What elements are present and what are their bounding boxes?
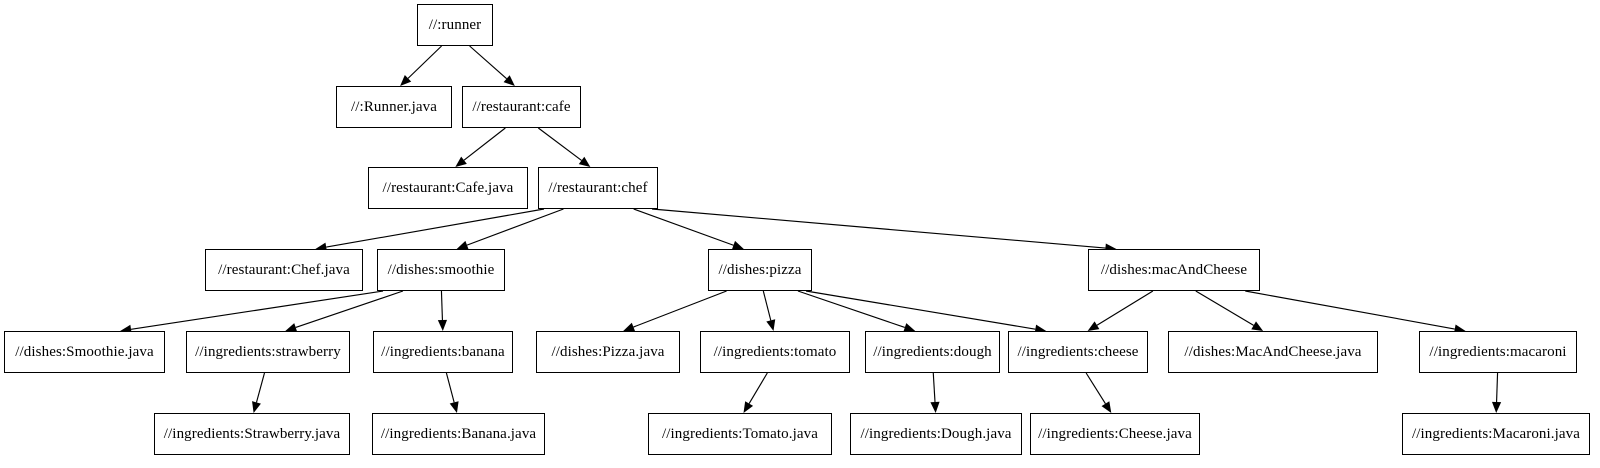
graph-node-dough[interactable]: //ingredients:dough (865, 331, 1000, 373)
graph-node-macandcheese[interactable]: //dishes:macAndCheese (1088, 249, 1260, 291)
graph-edge-chef-to-smoothie (456, 208, 564, 250)
graph-node-banana_java[interactable]: //ingredients:Banana.java (372, 413, 545, 455)
graph-edge-cheese-to-cheese_java (1085, 372, 1112, 413)
graph-node-label: //restaurant:chef (548, 179, 648, 196)
graph-edge-macandcheese-to-macaroni (1245, 290, 1466, 334)
graph-node-label: //ingredients:Cheese.java (1038, 425, 1192, 442)
graph-node-label: //ingredients:Tomato.java (662, 425, 818, 442)
graph-node-cheese_java[interactable]: //ingredients:Cheese.java (1030, 413, 1200, 455)
graph-node-macaroni[interactable]: //ingredients:macaroni (1419, 331, 1577, 373)
graph-edge-pizza-to-pizza_java (623, 290, 727, 332)
graph-node-label: //:runner (428, 16, 482, 33)
graph-node-label: //restaurant:Cafe.java (382, 179, 514, 196)
graph-node-label: //ingredients:Macaroni.java (1411, 425, 1581, 442)
edge-arrowhead (766, 319, 776, 331)
edge-arrowhead (252, 401, 261, 413)
edge-arrowhead (1101, 401, 1112, 413)
edge-arrowhead (1087, 321, 1100, 331)
graph-node-label: //dishes:MacAndCheese.java (1184, 343, 1362, 360)
graph-node-smoothie[interactable]: //dishes:smoothie (377, 249, 505, 291)
graph-edge-pizza-to-cheese (805, 290, 1047, 334)
graph-edge-smoothie-to-banana (437, 290, 448, 331)
graph-node-label: //restaurant:cafe (472, 98, 571, 115)
graph-node-pizza[interactable]: //dishes:pizza (708, 249, 812, 291)
graph-edge-strawberry-to-strawberry_java (252, 372, 266, 413)
graph-edge-macandcheese-to-cheese (1087, 290, 1154, 331)
edge-arrowhead (437, 319, 448, 331)
graph-node-tomato[interactable]: //ingredients:tomato (700, 331, 850, 373)
graph-node-banana[interactable]: //ingredients:banana (373, 331, 513, 373)
graph-edge-macaroni-to-macaroni_java (1491, 372, 1502, 413)
graph-node-chef_java[interactable]: //restaurant:Chef.java (205, 249, 363, 291)
graph-node-label: //dishes:pizza (718, 261, 802, 278)
graph-node-smoothie_java[interactable]: //dishes:Smoothie.java (4, 331, 165, 373)
graph-node-runner[interactable]: //:runner (417, 4, 493, 46)
graph-node-cafe[interactable]: //restaurant:cafe (462, 86, 581, 128)
graph-node-label: //ingredients:Dough.java (860, 425, 1012, 442)
graph-edge-runner-to-runner_java (400, 45, 442, 86)
graph-node-cafe_java[interactable]: //restaurant:Cafe.java (368, 167, 528, 209)
graph-node-label: //:Runner.java (351, 98, 437, 115)
graph-edge-banana-to-banana_java (445, 372, 459, 413)
graph-edge-dough-to-dough_java (930, 372, 940, 413)
graph-edge-cafe-to-chef (537, 127, 591, 167)
graph-node-pizza_java[interactable]: //dishes:Pizza.java (536, 331, 680, 373)
graph-edge-pizza-to-dough (797, 290, 916, 332)
edge-arrowhead (578, 156, 591, 167)
graph-node-cheese[interactable]: //ingredients:cheese (1008, 331, 1148, 373)
graph-node-label: //dishes:smoothie (387, 261, 495, 278)
graph-node-label: //ingredients:macaroni (1429, 343, 1567, 360)
graph-node-strawberry_java[interactable]: //ingredients:Strawberry.java (154, 413, 350, 455)
edge-arrowhead (1491, 401, 1502, 413)
graph-node-dough_java[interactable]: //ingredients:Dough.java (850, 413, 1022, 455)
graph-node-label: //ingredients:banana (381, 343, 505, 360)
edge-arrowhead (400, 75, 412, 86)
graph-edge-chef-to-macandcheese (651, 208, 1117, 253)
edge-arrowhead (930, 401, 940, 413)
graph-node-macandcheese_java[interactable]: //dishes:MacAndCheese.java (1168, 331, 1378, 373)
graph-edge-smoothie-to-smoothie_java (120, 290, 384, 334)
graph-node-tomato_java[interactable]: //ingredients:Tomato.java (648, 413, 832, 455)
graph-edge-cafe-to-cafe_java (455, 127, 506, 167)
graph-edge-tomato-to-tomato_java (743, 372, 768, 413)
edge-arrowhead (449, 401, 459, 413)
graph-node-label: //ingredients:tomato (713, 343, 837, 360)
graph-node-chef[interactable]: //restaurant:chef (538, 167, 658, 209)
graph-node-label: //restaurant:Chef.java (218, 261, 350, 278)
graph-node-macaroni_java[interactable]: //ingredients:Macaroni.java (1402, 413, 1590, 455)
graph-node-label: //ingredients:Strawberry.java (163, 425, 341, 442)
graph-node-label: //ingredients:cheese (1017, 343, 1139, 360)
graph-edge-runner-to-cafe (469, 45, 515, 86)
edge-arrowhead (503, 75, 515, 86)
graph-edge-chef-to-chef_java (315, 208, 545, 252)
graph-node-label: //dishes:macAndCheese (1100, 261, 1248, 278)
graph-edge-smoothie-to-strawberry (285, 290, 404, 332)
graph-node-label: //dishes:Smoothie.java (15, 343, 154, 360)
edge-arrowhead (743, 401, 754, 413)
edge-arrowhead (1251, 321, 1264, 331)
graph-edge-chef-to-pizza (633, 208, 744, 250)
edge-arrowhead (455, 156, 467, 167)
graph-node-strawberry[interactable]: //ingredients:strawberry (186, 331, 350, 373)
graph-node-label: //ingredients:Banana.java (380, 425, 537, 442)
graph-node-runner_java[interactable]: //:Runner.java (336, 86, 452, 128)
graph-edge-pizza-to-tomato (762, 290, 776, 331)
graph-edge-macandcheese-to-macandcheese_java (1195, 290, 1264, 331)
graph-node-label: //dishes:Pizza.java (551, 343, 665, 360)
graph-node-label: //ingredients:dough (873, 343, 992, 360)
graph-node-label: //ingredients:strawberry (195, 343, 341, 360)
